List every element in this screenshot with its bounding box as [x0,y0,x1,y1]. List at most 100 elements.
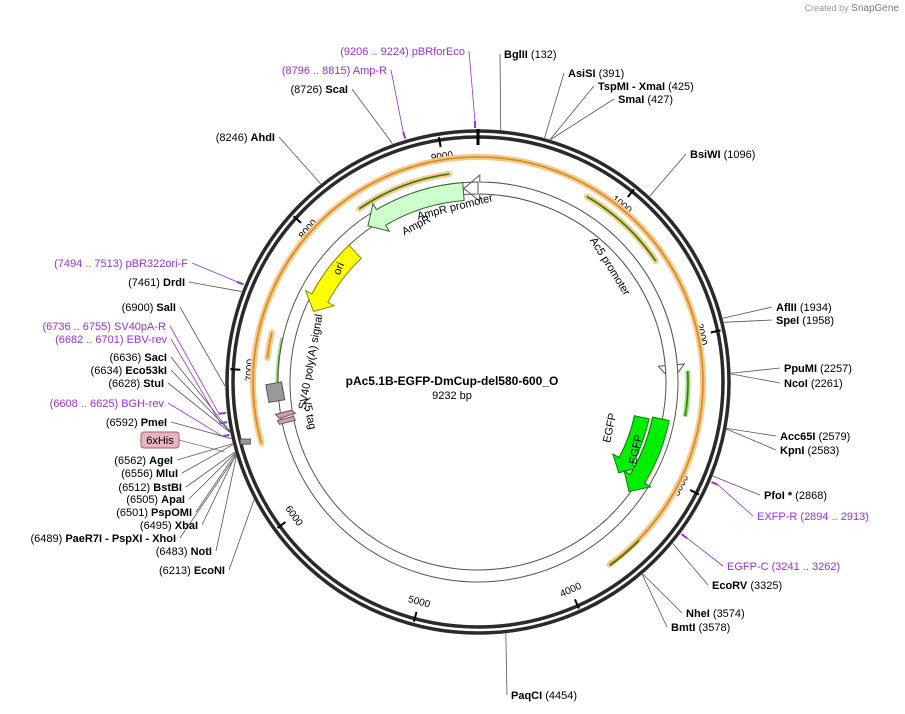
leader-line [642,573,683,614]
leader-line [544,72,565,139]
leader-line [726,428,777,437]
leader-line [179,455,237,539]
leader-line [730,373,781,384]
leader-line [723,319,773,323]
leader-line [649,153,687,197]
enzyme-label: NcoI (2261) [784,378,843,390]
orf-arc-line [609,539,640,567]
egfp-arrow-2 [623,416,670,493]
tick-label: 5000 [407,594,432,610]
leader-line [390,69,404,133]
ori-arrow [304,244,362,312]
sv40-polya-label: SV40 poly(A) signal [297,313,326,410]
credit-prefix: Created by [804,3,849,13]
enzyme-label: (6556) MluI [121,468,178,480]
leader-line [176,443,233,461]
credit-brand: SnapGene [851,3,899,14]
tick-mark [689,489,700,496]
orf-arc-line [252,156,704,566]
egfp-label: EGFP [601,412,619,444]
leader-line [170,369,231,432]
leader-line [730,367,781,374]
leader-line [185,451,236,488]
primer-label: (8796 .. 8815) Amp-R [282,65,387,77]
enzyme-label: TspMI - XmaI (425) [598,81,694,93]
ori-label: ori [331,261,347,277]
ampr-promoter-arrow [277,173,679,583]
v5-tag-label: V5 tag [300,397,318,431]
leader-line [195,453,236,513]
leader-line [188,452,236,500]
leader-line [167,402,223,437]
primer-label: (6608 .. 6625) BGH-rev [50,398,165,410]
orf-arc-line [586,195,657,262]
leader-line [167,382,231,433]
enzyme-label: (6213) EcoNI [159,565,225,577]
leader-line [672,543,709,586]
leader-line [188,281,242,292]
enzyme-label: (6562) AgeI [114,455,173,467]
enzyme-label: (6489) PaeR7I - PspXI - XhoI [30,533,176,545]
enzyme-label: (6495) XbaI [140,520,198,532]
his-tag-mark [239,438,251,445]
enzyme-label: (6592) PmeI [106,417,167,429]
primer-mark [222,433,230,438]
primer-label: (6682 .. 6701) EBV-rev [55,334,167,346]
leader-line [549,85,595,140]
orf-arc-line [266,332,273,359]
label-leaders [167,50,781,696]
leader-line [717,484,754,517]
tick-mark [573,598,580,609]
tick-mark [710,329,721,334]
leader-line [686,537,724,567]
tick-label: 6000 [283,504,305,529]
enzyme-label: (6900) SalI [122,302,176,314]
leader-line [505,633,508,696]
plasmid-size: 9232 bp [432,390,472,402]
leader-line [170,338,221,424]
leader-line [169,325,220,414]
enzyme-label: EcoRV (3325) [712,580,782,592]
leader-line [351,88,393,145]
ampr-label: AmpR [400,213,433,238]
primer-mark [218,411,227,415]
ampr-arrow [367,182,465,232]
primer-mark [402,131,407,139]
leader-line [641,574,668,628]
tick-mark [276,521,287,529]
leader-line [215,456,237,552]
leader-line [726,428,777,451]
leader-line [550,98,615,140]
enzyme-label: NheI (3574) [686,608,745,620]
leader-line [228,499,255,571]
enzyme-label: (7461) DrdI [128,277,185,289]
enzyme-label: AflII (1934) [776,302,832,314]
enzyme-label: (8246) AhdI [216,132,275,144]
leader-line [179,306,226,387]
v5-tag-shape [274,409,297,419]
enzyme-label: SmaI (427) [618,94,673,106]
leader-line [170,356,231,432]
leader-line [278,136,321,185]
enzyme-label: PfoI * (2868) [764,490,827,502]
leader-line [499,53,502,131]
enzyme-label: PpuMI (2257) [784,363,852,375]
leader-line [201,454,237,526]
tick-mark [438,136,442,148]
enzyme-label: BsiWI (1096) [690,149,755,161]
tick-mark [292,215,302,224]
plasmid-name: pAc5.1B-EGFP-DmCup-del580-600_O [346,374,559,388]
leader-line [181,444,234,474]
enzyme-label: (6628) StuI [108,378,164,390]
v5-tag-shape [276,415,297,425]
primer-label: EXFP-R (2894 .. 2913) [757,511,869,523]
primer-mark [236,280,244,286]
tick-mark [412,611,418,622]
orf-arc-line [358,173,450,210]
enzyme-label: (6505) ApaI [126,494,185,506]
enzyme-label: (6483) NotI [156,546,212,558]
his-tag-text: 6xHis [146,435,174,447]
enzyme-label: (6501) PspOMI [116,507,192,519]
